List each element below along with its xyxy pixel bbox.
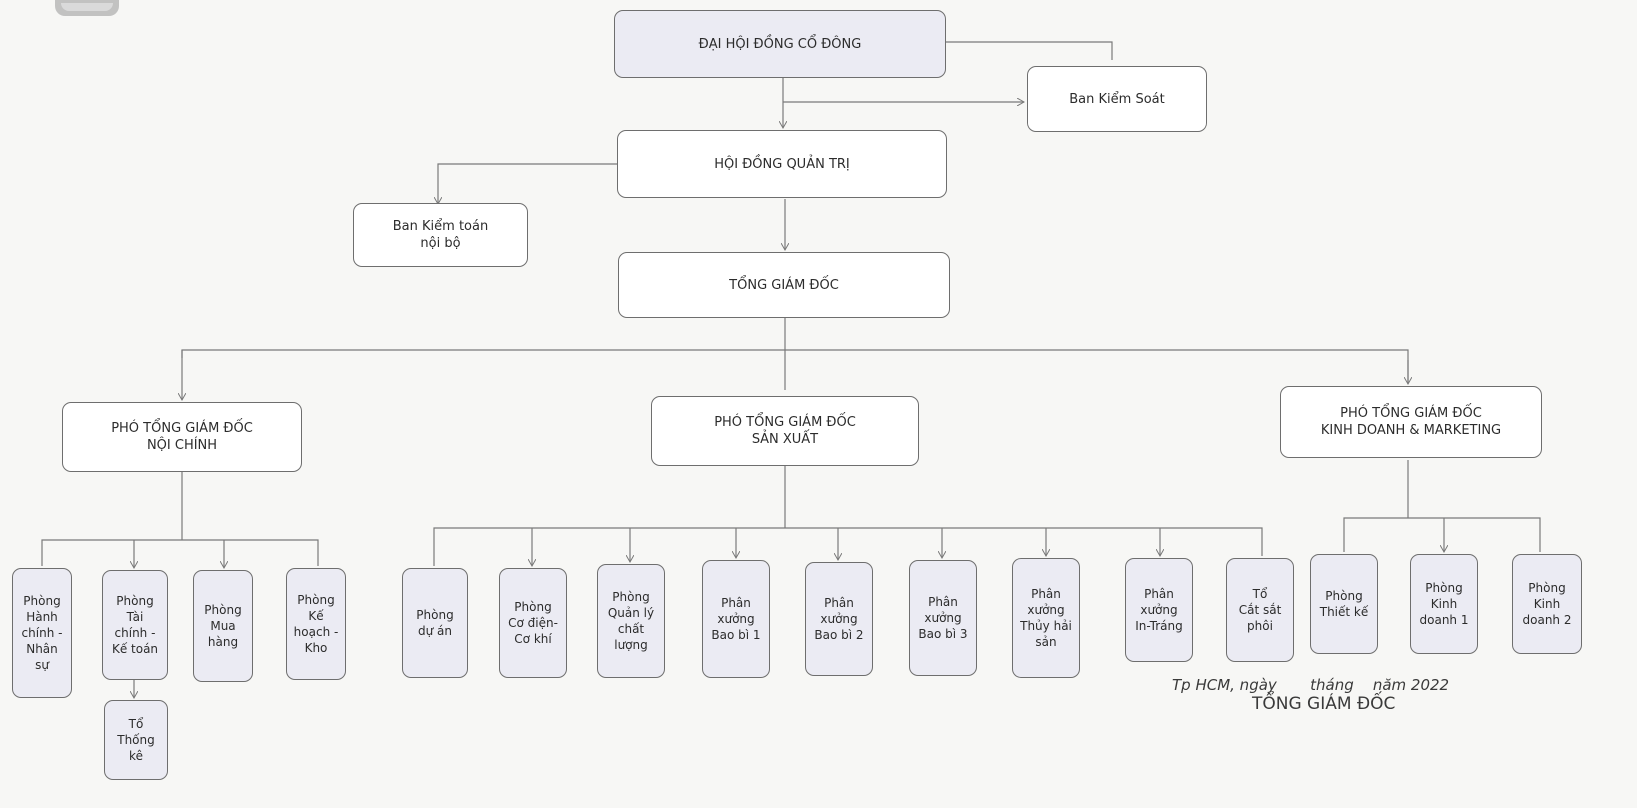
node-dept-purchasing: Phòng Mua hàng <box>193 570 253 682</box>
node-deputy-sales: PHÓ TỔNG GIÁM ĐỐC KINH DOANH & MARKETING <box>1280 386 1542 458</box>
node-deputy-production-label: PHÓ TỔNG GIÁM ĐỐC SẢN XUẤT <box>714 415 856 447</box>
company-stamp <box>55 0 119 16</box>
node-stats-team-label: Tổ Thống kê <box>117 717 155 763</box>
node-dept-purchasing-label: Phòng Mua hàng <box>204 603 242 649</box>
node-workshop-packaging-3-label: Phân xưởng Bao bì 3 <box>918 595 968 641</box>
node-dept-hr-label: Phòng Hành chính - Nhân sự <box>21 594 63 672</box>
line-prod-bus <box>433 527 1263 566</box>
node-dept-mechanical-label: Phòng Cơ điện- Cơ khí <box>508 600 558 646</box>
node-dept-mechanical: Phòng Cơ điện- Cơ khí <box>499 568 567 678</box>
node-dept-sales-1: Phòng Kinh doanh 1 <box>1410 554 1478 654</box>
node-board-of-directors: HỘI ĐỒNG QUẢN TRỊ <box>617 130 947 198</box>
node-workshop-packaging-3: Phân xưởng Bao bì 3 <box>909 560 977 676</box>
node-team-steel-cutting: Tổ Cắt sắt phôi <box>1226 558 1294 662</box>
node-dept-finance: Phòng Tài chính - Kế toán <box>102 570 168 680</box>
node-ceo: TỔNG GIÁM ĐỐC <box>618 252 950 318</box>
node-workshop-packaging-2: Phân xưởng Bao bì 2 <box>805 562 873 676</box>
line-board-audit <box>438 163 618 204</box>
line-sales-bus <box>1343 517 1541 552</box>
node-internal-audit: Ban Kiểm toán nội bộ <box>353 203 528 267</box>
node-supervisory-board: Ban Kiểm Soát <box>1027 66 1207 132</box>
node-workshop-packaging-2-label: Phân xưởng Bao bì 2 <box>814 596 864 642</box>
node-dept-finance-label: Phòng Tài chính - Kế toán <box>111 594 159 656</box>
node-deputy-admin-label: PHÓ TỔNG GIÁM ĐỐC NỘI CHÍNH <box>111 421 253 453</box>
node-dept-planning-label: Phòng Kế hoạch - Kho <box>293 593 339 655</box>
node-team-steel-cutting-label: Tổ Cắt sắt phôi <box>1238 587 1282 633</box>
node-workshop-printing-label: Phân xưởng In-Tráng <box>1135 587 1183 633</box>
node-dept-sales-2: Phòng Kinh doanh 2 <box>1512 554 1582 654</box>
node-deputy-admin: PHÓ TỔNG GIÁM ĐỐC NỘI CHÍNH <box>62 402 302 472</box>
signature-title: TỔNG GIÁM ĐỐC <box>1252 694 1396 714</box>
node-agm-label: ĐẠI HỘI ĐỒNG CỔ ĐÔNG <box>698 36 862 52</box>
signature-date: Tp HCM, ngày tháng năm 2022 <box>1172 676 1450 694</box>
node-workshop-packaging-1-label: Phân xưởng Bao bì 1 <box>711 596 761 642</box>
line-admin-bus <box>41 539 319 566</box>
node-workshop-seafood: Phân xưởng Thủy hải sản <box>1012 558 1080 678</box>
line-deputy-bus <box>181 349 1409 382</box>
node-dept-quality-label: Phòng Quản lý chất lượng <box>607 590 655 652</box>
node-dept-sales-1-label: Phòng Kinh doanh 1 <box>1419 581 1469 627</box>
node-ceo-label: TỔNG GIÁM ĐỐC <box>729 277 839 293</box>
node-dept-sales-2-label: Phòng Kinh doanh 2 <box>1522 581 1572 627</box>
node-dept-design-label: Phòng Thiết kế <box>1319 589 1369 619</box>
node-board-label: HỘI ĐỒNG QUẢN TRỊ <box>714 156 850 172</box>
node-dept-planning: Phòng Kế hoạch - Kho <box>286 568 346 680</box>
node-dept-projects-label: Phòng dự án <box>416 608 454 638</box>
node-agm: ĐẠI HỘI ĐỒNG CỔ ĐÔNG <box>614 10 946 78</box>
node-dept-hr: Phòng Hành chính - Nhân sự <box>12 568 72 698</box>
node-deputy-sales-label: PHÓ TỔNG GIÁM ĐỐC KINH DOANH & MARKETING <box>1320 406 1502 438</box>
line-agm-supervisory <box>945 41 1113 60</box>
node-workshop-printing: Phân xưởng In-Tráng <box>1125 558 1193 662</box>
node-workshop-seafood-label: Phân xưởng Thủy hải sản <box>1020 587 1072 649</box>
node-workshop-packaging-1: Phân xưởng Bao bì 1 <box>702 560 770 678</box>
node-internal-audit-label: Ban Kiểm toán nội bộ <box>392 219 489 251</box>
node-supervisory-board-label: Ban Kiểm Soát <box>1069 91 1165 107</box>
node-stats-team: Tổ Thống kê <box>104 700 168 780</box>
node-dept-quality: Phòng Quản lý chất lượng <box>597 564 665 678</box>
node-dept-projects: Phòng dự án <box>402 568 468 678</box>
node-dept-design: Phòng Thiết kế <box>1310 554 1378 654</box>
node-deputy-production: PHÓ TỔNG GIÁM ĐỐC SẢN XUẤT <box>651 396 919 466</box>
